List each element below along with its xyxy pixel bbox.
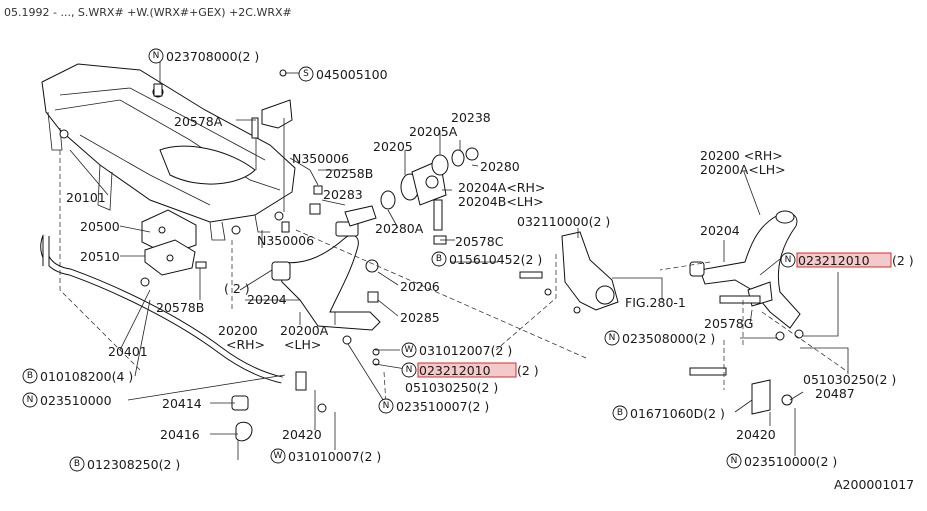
svg-text:W: W: [274, 451, 283, 461]
label-031012007[interactable]: W 031012007(2 ): [401, 342, 512, 358]
label-20401[interactable]: 20401: [108, 344, 148, 359]
label-20204-mid[interactable]: 20204: [247, 292, 287, 307]
svg-text:B: B: [74, 459, 80, 469]
label-20204-right[interactable]: 20204: [700, 223, 740, 238]
label-023508000[interactable]: N 023508000(2 ): [604, 330, 715, 346]
svg-text:B: B: [436, 254, 442, 264]
label-20280A[interactable]: 20280A: [375, 221, 424, 236]
label-fig-280-1[interactable]: FIG.280-1: [625, 295, 686, 310]
svg-text:023212010: 023212010: [419, 363, 491, 378]
label-051030250-left[interactable]: 051030250(2 ): [405, 380, 498, 395]
svg-text:031012007(2 ): 031012007(2 ): [419, 343, 512, 358]
svg-text:S: S: [303, 69, 309, 79]
svg-text:N: N: [731, 456, 738, 466]
svg-text:023708000(2 ): 023708000(2 ): [166, 49, 259, 64]
label-qty-2: ( 2 ): [224, 281, 250, 296]
label-023510007[interactable]: N 023510007(2 ): [378, 398, 489, 414]
knuckle-illustration: [519, 231, 619, 314]
label-20578B[interactable]: 20578B: [156, 300, 204, 315]
label-023510000-right[interactable]: N 023510000(2 ): [726, 453, 837, 469]
stabilizer-bar-illustration: [40, 234, 327, 442]
label-032110000[interactable]: 032110000(2 ): [517, 214, 610, 229]
left-lower-arm-illustration: [271, 205, 381, 366]
svg-text:W: W: [405, 345, 414, 355]
svg-text:015610452(2 ): 015610452(2 ): [449, 252, 542, 267]
label-20204A[interactable]: 20204A<RH>: [458, 180, 545, 195]
label-045005100[interactable]: S 045005100: [298, 66, 388, 82]
label-20420-right[interactable]: 20420: [736, 427, 776, 442]
label-20200[interactable]: 20200: [218, 323, 258, 338]
svg-text:023508000(2 ): 023508000(2 ): [622, 331, 715, 346]
svg-text:023212010: 023212010: [798, 253, 870, 268]
label-20200-rh[interactable]: 20200 <RH>: [700, 148, 783, 163]
label-20416[interactable]: 20416: [160, 427, 200, 442]
label-20420-left[interactable]: 20420: [282, 427, 322, 442]
svg-text:031010007(2 ): 031010007(2 ): [288, 449, 381, 464]
label-20206[interactable]: 20206: [400, 279, 440, 294]
label-023510000-left[interactable]: N 023510000: [22, 392, 112, 408]
label-20578C[interactable]: 20578C: [455, 234, 504, 249]
right-lower-arm-illustration: [689, 210, 804, 415]
label-20578A[interactable]: 20578A: [174, 114, 223, 129]
svg-text:010108200(4 ): 010108200(4 ): [40, 369, 133, 384]
label-rh: <RH>: [226, 337, 265, 352]
svg-text:N: N: [406, 365, 413, 375]
applicability-header: 05.1992 - ..., S.WRX# +W.(WRX#+GEX) +2C.…: [4, 6, 292, 19]
label-N350006-bottom[interactable]: N350006: [257, 233, 314, 248]
svg-text:012308250(2 ): 012308250(2 ): [87, 457, 180, 472]
label-20205A[interactable]: 20205A: [409, 124, 458, 139]
top-bolts-illustration: [153, 69, 323, 269]
label-20578G[interactable]: 20578G: [704, 316, 753, 331]
svg-text:N: N: [153, 51, 160, 61]
label-012308250[interactable]: B 012308250(2 ): [69, 456, 180, 472]
svg-text:N: N: [609, 333, 616, 343]
svg-text:(2 ): (2 ): [892, 253, 914, 268]
label-20280[interactable]: 20280: [480, 159, 520, 174]
label-20283[interactable]: 20283: [323, 187, 363, 202]
svg-text:B: B: [617, 408, 623, 418]
label-N350006-top[interactable]: N350006: [292, 151, 349, 166]
label-023212010-left-highlighted[interactable]: N 023212010 (2 ): [401, 362, 539, 378]
label-023708000[interactable]: N 023708000(2 ): [148, 48, 259, 64]
label-015610452[interactable]: B 015610452(2 ): [431, 251, 542, 267]
label-lh: <LH>: [284, 337, 321, 352]
svg-text:023510000(2 ): 023510000(2 ): [744, 454, 837, 469]
label-20414[interactable]: 20414: [162, 396, 202, 411]
bush-assembly-illustration: [380, 147, 479, 245]
diagram-id: A200001017: [834, 477, 914, 492]
label-20204B[interactable]: 20204B<LH>: [458, 194, 544, 209]
label-20500[interactable]: 20500: [80, 219, 120, 234]
svg-text:N: N: [785, 255, 792, 265]
bracket-20500-illustration: [141, 209, 197, 276]
label-20101[interactable]: 20101: [66, 190, 106, 205]
label-20487[interactable]: 20487: [815, 386, 855, 401]
label-051030250-right[interactable]: 051030250(2 ): [803, 372, 896, 387]
svg-text:01671060D(2 ): 01671060D(2 ): [630, 406, 725, 421]
label-031010007[interactable]: W 031010007(2 ): [270, 448, 381, 464]
svg-text:B: B: [27, 371, 33, 381]
svg-text:023510007(2 ): 023510007(2 ): [396, 399, 489, 414]
label-010108200[interactable]: B 010108200(4 ): [22, 368, 133, 384]
label-20238[interactable]: 20238: [451, 110, 491, 125]
label-20200A[interactable]: 20200A: [280, 323, 329, 338]
svg-text:N: N: [27, 395, 34, 405]
label-20205[interactable]: 20205: [373, 139, 413, 154]
label-023212010-right-highlighted[interactable]: N 023212010 (2 ): [780, 252, 914, 268]
svg-text:(2 ): (2 ): [517, 363, 539, 378]
label-01671060D[interactable]: B 01671060D(2 ): [612, 405, 725, 421]
svg-text:023510000: 023510000: [40, 393, 112, 408]
svg-text:N: N: [383, 401, 390, 411]
label-20285[interactable]: 20285: [400, 310, 440, 325]
svg-text:045005100: 045005100: [316, 67, 388, 82]
label-20200A-lh[interactable]: 20200A<LH>: [700, 162, 786, 177]
label-20510[interactable]: 20510: [80, 249, 120, 264]
label-20258B[interactable]: 20258B: [325, 166, 373, 181]
